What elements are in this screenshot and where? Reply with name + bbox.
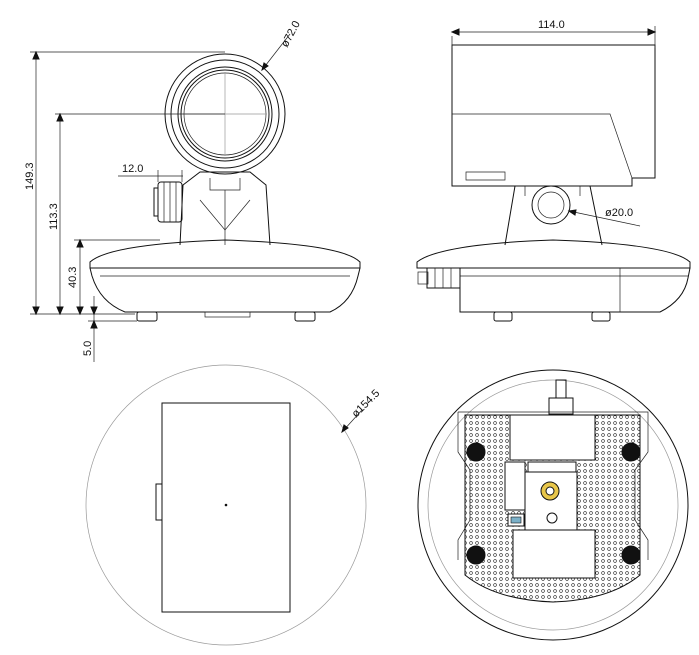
total-height-label: 149.3 [24, 162, 36, 190]
side-dimensions [450, 26, 657, 227]
bottom-view [417, 369, 689, 641]
lens-diameter-label: ø72.0 [279, 19, 303, 49]
front-dimensions [30, 33, 291, 362]
top-dimensions [341, 409, 363, 434]
dimension-labels: ø72.0 149.3 113.3 40.3 5.0 12.0 114.0 ø2… [24, 19, 633, 420]
side-view [416, 44, 691, 322]
body-width-label: 114.0 [538, 19, 565, 31]
foot-height-label: 5.0 [82, 341, 94, 356]
top-view [85, 364, 367, 646]
front-view [89, 53, 361, 322]
port-diameter-label: ø20.0 [605, 207, 633, 219]
base-diameter-label: ø154.5 [350, 387, 383, 420]
knob-width-label: 12.0 [122, 163, 143, 175]
base-height-label: 40.3 [67, 267, 79, 288]
center-height-label: 113.3 [48, 203, 60, 230]
